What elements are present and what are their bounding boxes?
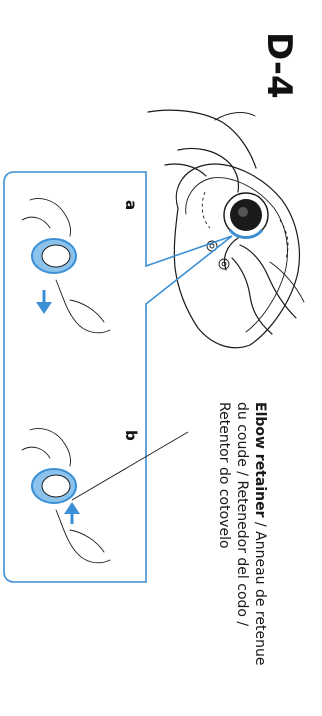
panel-b: b [22, 428, 188, 562]
callout-line2: du coude / Retenedor del codo / [234, 402, 250, 626]
panel-b-label: b [122, 430, 140, 441]
callout-line1: / Anneau de retenue [252, 518, 268, 666]
callout-bold: Elbow retainer [252, 402, 268, 518]
elbow-retainer-callout: Elbow retainer / Anneau de retenue du co… [216, 402, 268, 665]
panel-a: a [22, 198, 140, 332]
main-mask-illustration [148, 110, 304, 348]
panel-a-label: a [122, 200, 140, 210]
detail-callout-frame [4, 172, 232, 582]
callout-line3: Retentor do cotovelo [216, 402, 232, 549]
step-label: D-4 [259, 32, 299, 99]
svg-text:Elbow retainer / Anneau de ret: Elbow retainer / Anneau de retenue [252, 402, 268, 665]
